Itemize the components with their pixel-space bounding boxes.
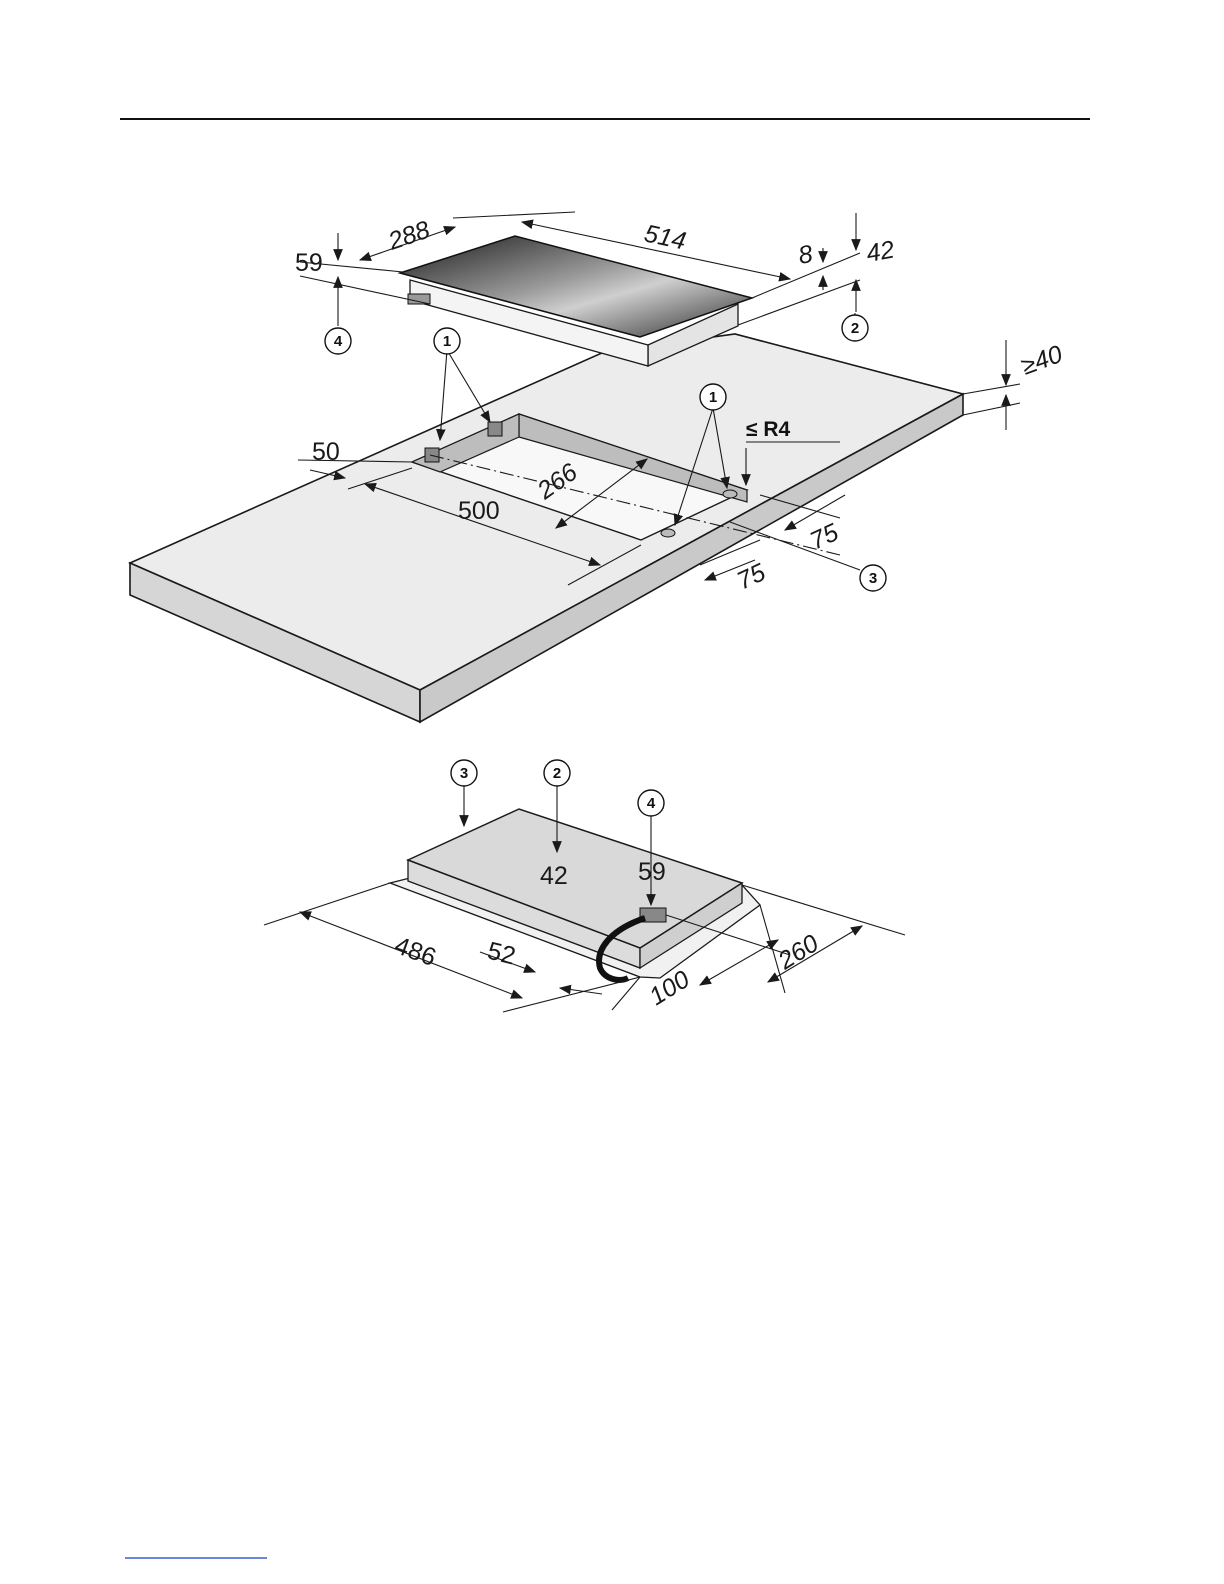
dim-width-left: 288 xyxy=(384,216,434,256)
dim-glass-thickness: 8 xyxy=(796,240,815,270)
callout-1-left: 1 xyxy=(434,328,460,354)
svg-text:4: 4 xyxy=(334,333,343,350)
svg-text:3: 3 xyxy=(869,570,877,587)
callout-3-top: 3 xyxy=(860,565,886,591)
callout-3-bottom: 3 xyxy=(451,760,477,786)
dim-cutout-left-margin: 50 xyxy=(312,438,340,466)
dim-center-height: 42 xyxy=(540,862,568,890)
svg-text:1: 1 xyxy=(709,389,717,406)
svg-text:4: 4 xyxy=(647,795,656,812)
dim-corner-radius: ≤ R4 xyxy=(746,418,791,441)
dim-length-top: 514 xyxy=(642,219,689,255)
fixing-clip-right-front xyxy=(661,529,675,537)
callout-2-bottom: 2 xyxy=(544,760,570,786)
fixing-clip-left-rear xyxy=(488,422,502,436)
countertop-drawing xyxy=(130,334,963,722)
svg-text:1: 1 xyxy=(443,333,451,350)
dim-height-left: 59 xyxy=(295,249,323,277)
callout-2-top: 2 xyxy=(842,315,868,341)
dim-height-right: 42 xyxy=(864,235,896,267)
dim-countertop-thickness: ≥40 xyxy=(1017,340,1066,381)
dim-box-height: 59 xyxy=(638,858,666,886)
dim-cutout-length: 500 xyxy=(458,497,500,525)
hob-foot xyxy=(408,294,430,304)
dim-side-offset: 52 xyxy=(485,937,519,971)
svg-text:3: 3 xyxy=(460,765,468,782)
dim-depth: 260 xyxy=(772,929,823,975)
underside-drawing xyxy=(390,809,760,980)
dim-length: 486 xyxy=(391,931,440,972)
svg-text:2: 2 xyxy=(553,765,561,782)
callout-1-right: 1 xyxy=(700,384,726,410)
callout-4-bottom: 4 xyxy=(638,790,664,816)
fixing-clip-right-rear xyxy=(723,490,737,498)
svg-text:2: 2 xyxy=(851,320,859,337)
dim-rear-offset: 75 xyxy=(806,518,843,555)
callout-4-top: 4 xyxy=(325,328,351,354)
dim-front-offset: 75 xyxy=(733,558,770,595)
